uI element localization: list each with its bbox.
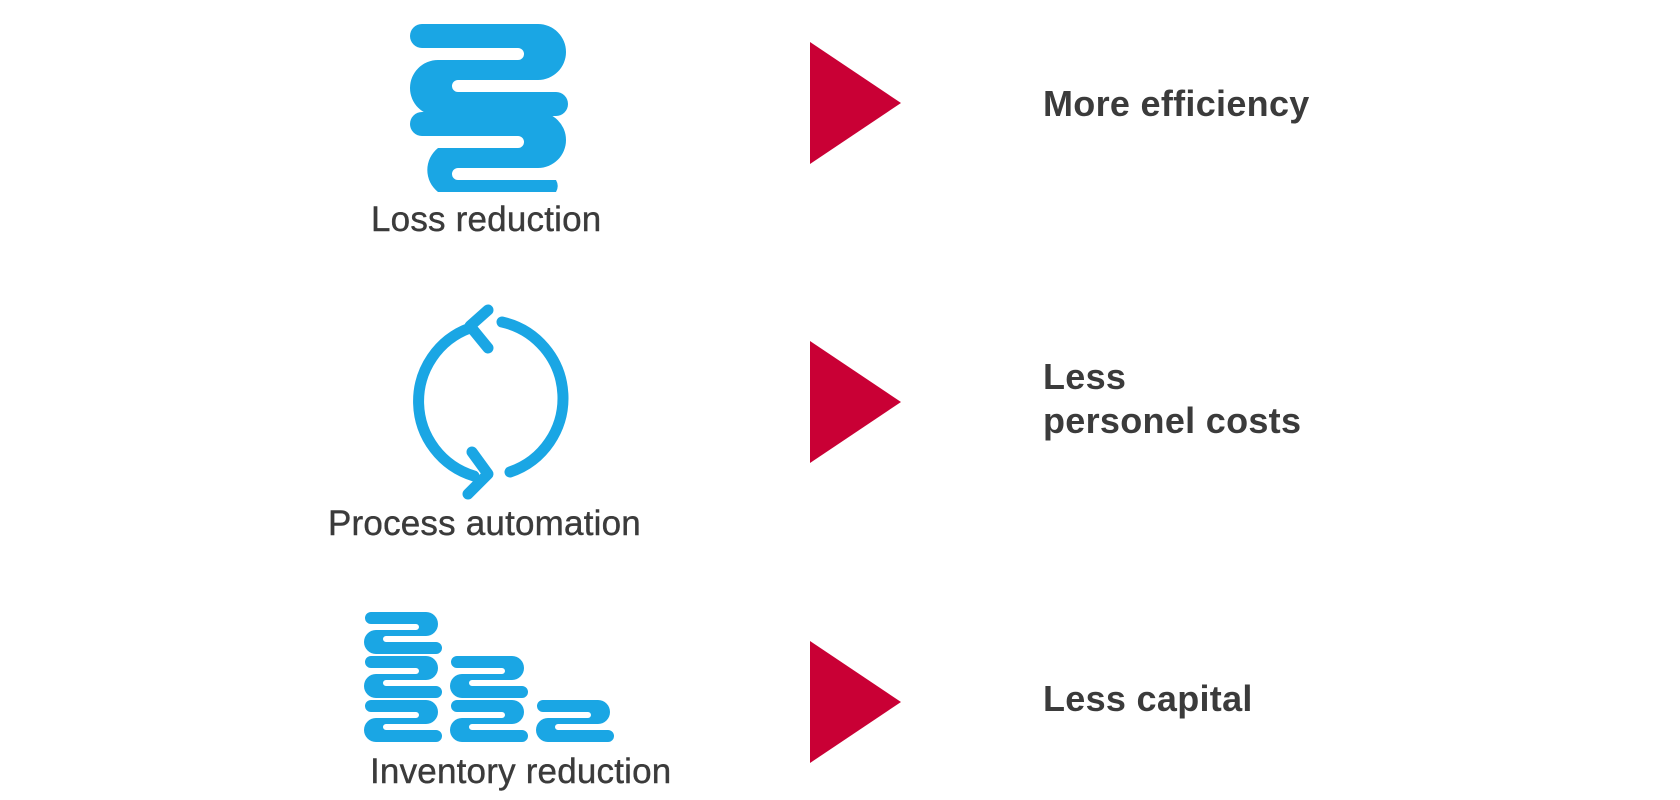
- cause-label-inventory-reduction: Inventory reduction: [370, 752, 672, 791]
- result-label-less-personel-costs: Less personel costs: [1043, 355, 1301, 443]
- arrow-icon: [810, 341, 901, 463]
- descending-coils-icon: [364, 612, 614, 742]
- cause-label-loss-reduction: Loss reduction: [371, 200, 602, 239]
- stacked-coil-icon: [410, 24, 568, 192]
- arrow-icon: [810, 641, 901, 763]
- result-line-2: personel costs: [1043, 400, 1302, 441]
- cycle-arrows-icon: [413, 304, 569, 500]
- result-label-less-capital: Less capital: [1043, 678, 1253, 719]
- result-line-1: Less: [1043, 356, 1127, 397]
- cause-label-process-automation: Process automation: [328, 504, 641, 543]
- arrow-icon: [810, 42, 901, 164]
- result-label-more-efficiency: More efficiency: [1043, 83, 1310, 124]
